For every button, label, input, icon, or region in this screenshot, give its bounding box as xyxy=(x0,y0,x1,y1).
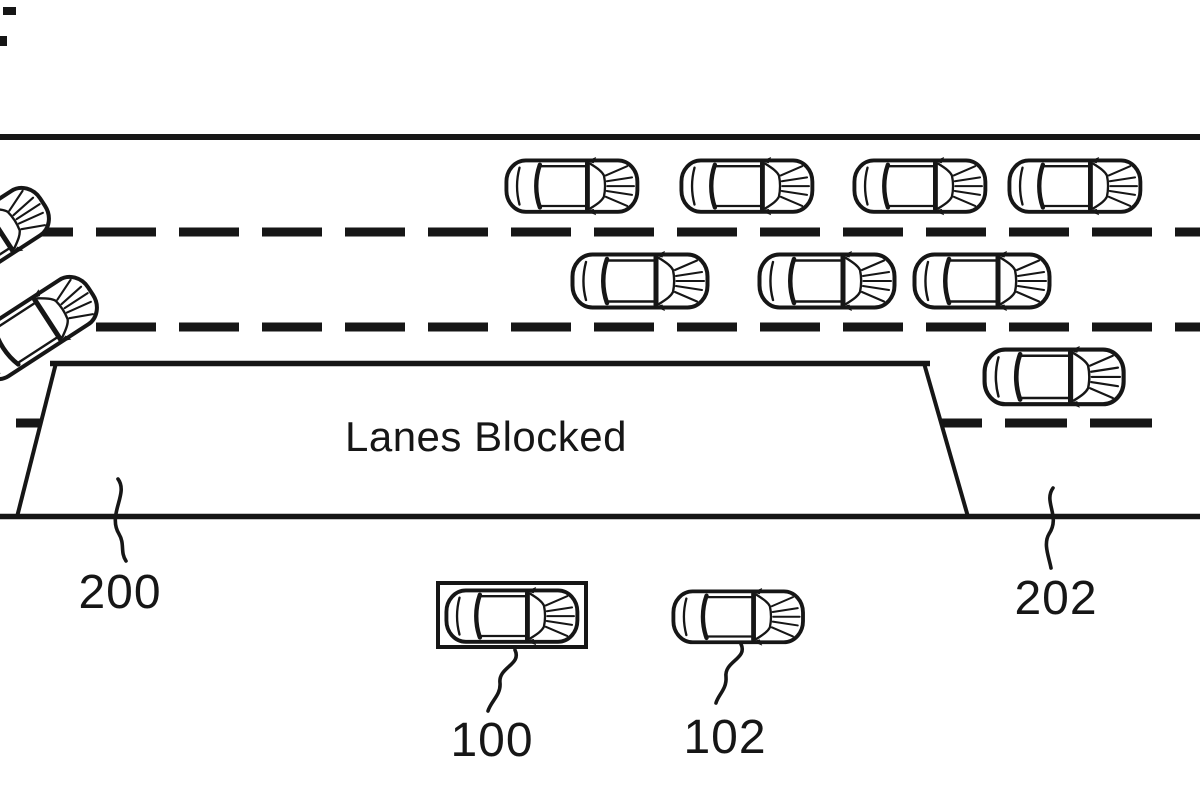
car-icon xyxy=(681,157,812,215)
car-icon xyxy=(760,251,895,311)
leader-line-102 xyxy=(714,642,745,705)
car-icon xyxy=(573,251,708,311)
ego-car-icon xyxy=(446,587,577,645)
ego-vehicle-group xyxy=(436,581,588,649)
lanes-blocked-label: Lanes Blocked xyxy=(345,413,627,460)
label-200: 200 xyxy=(78,566,161,619)
lanes-blocked-zone: Lanes Blocked xyxy=(15,360,970,516)
incident-vehicles xyxy=(0,177,107,390)
leader-line-200 xyxy=(113,477,128,563)
car-icon xyxy=(985,346,1124,408)
leader-line-100 xyxy=(486,648,519,713)
label-100: 100 xyxy=(450,714,533,767)
car-icon xyxy=(1009,157,1140,215)
label-102: 102 xyxy=(683,711,766,764)
leader-lines xyxy=(113,477,1056,713)
leader-line-202 xyxy=(1044,486,1056,570)
middle-lane-traffic xyxy=(573,251,1050,311)
car-icon xyxy=(854,157,985,215)
label-202: 202 xyxy=(1014,572,1097,625)
road-lines xyxy=(0,134,1200,428)
incident-car-icon xyxy=(0,177,59,301)
car-icon xyxy=(915,251,1050,311)
car-icon xyxy=(506,157,637,215)
reference-numerals: 200 202 100 102 xyxy=(78,566,1097,767)
top-lane-traffic xyxy=(506,157,1140,215)
scan-artifact-marks xyxy=(0,7,16,46)
lead-car-icon xyxy=(673,588,803,646)
